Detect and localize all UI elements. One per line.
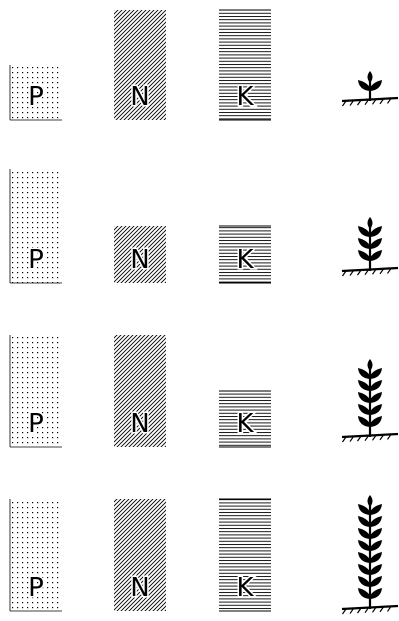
bar-label-k: K [236,245,254,275]
bar-label-p: P [28,573,44,603]
plant-icon [342,71,398,106]
plant-icon [342,495,398,614]
bar-label-n: N [130,573,149,603]
bar-label-p: P [28,82,44,112]
plant-icon [342,359,398,442]
bar-label-k: K [236,82,254,112]
bar-label-n: N [130,409,149,439]
bar-label-p: P [28,245,44,275]
bar-label-p: P [28,409,44,439]
bar-label-k: K [236,573,254,603]
bar-label-n: N [130,245,149,275]
bar-label-k: K [236,409,254,439]
plant-icon [342,217,398,276]
bar-label-n: N [130,82,149,112]
